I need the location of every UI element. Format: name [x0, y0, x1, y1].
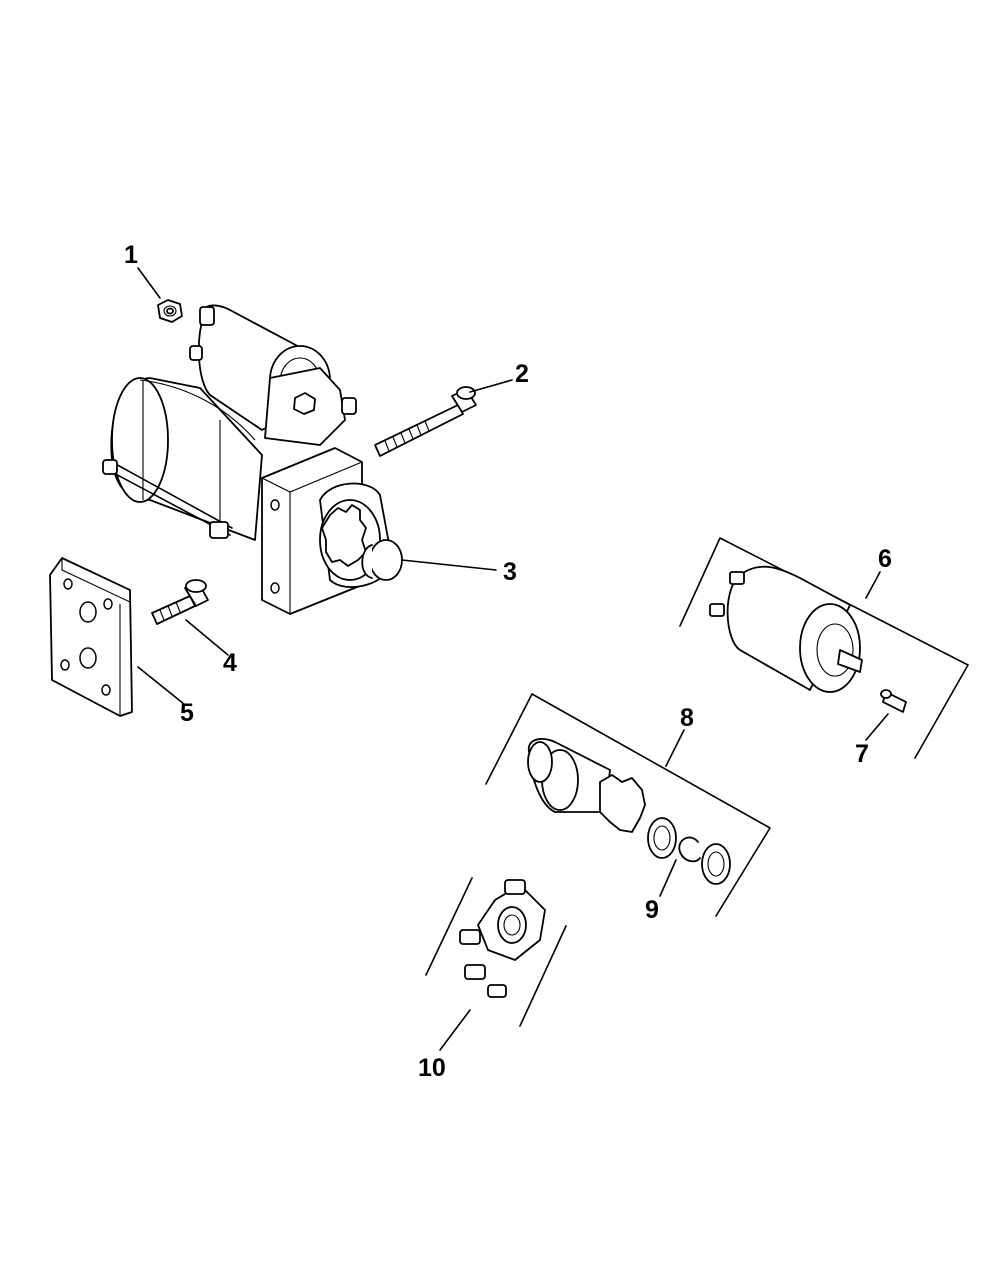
- callout-7: 7: [855, 740, 869, 768]
- callout-1: 1: [124, 241, 138, 269]
- callout-6: 6: [878, 545, 892, 573]
- callout-10: 10: [418, 1054, 446, 1082]
- callout-3: 3: [503, 558, 517, 586]
- callout-labels: 1 2 3 4 5 6 7 8 9 10: [124, 241, 892, 1082]
- callout-2: 2: [515, 360, 529, 388]
- part-5-spacer-plate: [49, 557, 133, 717]
- part-9-washers: [647, 817, 731, 885]
- callout-4: 4: [223, 649, 237, 677]
- part-2-bolt: [374, 386, 477, 457]
- group-8-bracket: [485, 693, 771, 917]
- part-7-screw: [880, 689, 907, 713]
- part-6-solenoid: [709, 565, 863, 693]
- callout-8: 8: [680, 704, 694, 732]
- part-8-drive: [527, 738, 646, 833]
- part-10-brush-holder: [459, 879, 546, 998]
- group-10-bracket: [425, 877, 567, 1027]
- part-4-bolt: [151, 579, 209, 625]
- leader-lines: [137, 267, 889, 1051]
- callout-9: 9: [645, 896, 659, 924]
- starter-motor: [102, 304, 403, 615]
- part-1-nut: [157, 299, 183, 323]
- callout-5: 5: [180, 699, 194, 727]
